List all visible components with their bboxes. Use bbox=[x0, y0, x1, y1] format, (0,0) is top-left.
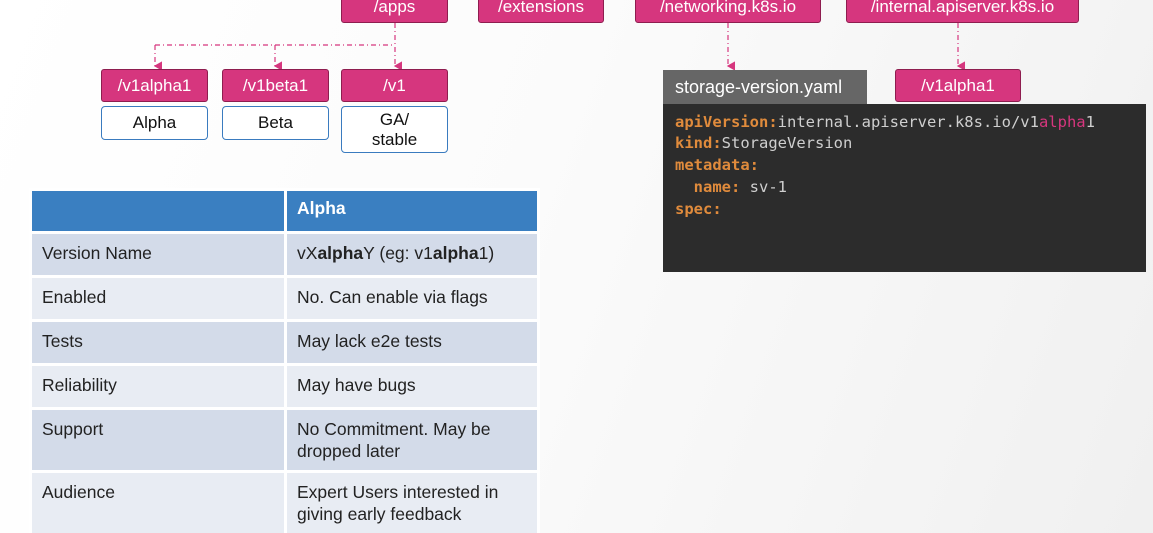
table-row: Version Name vXalphaY (eg: v1alpha1) bbox=[29, 231, 540, 278]
row-name: Support bbox=[29, 407, 287, 473]
table-row: Reliability May have bugs bbox=[29, 363, 540, 410]
stage-ga-label: GA/ stable bbox=[341, 106, 448, 153]
stage-beta-label: Beta bbox=[222, 106, 329, 140]
yaml-file-tab[interactable]: storage-version.yaml bbox=[663, 70, 867, 104]
code-line-metadata: metadata: bbox=[675, 156, 759, 174]
row-value: May lack e2e tests bbox=[284, 319, 540, 366]
table-header-row: Alpha bbox=[29, 188, 540, 234]
row-name: Enabled bbox=[29, 275, 287, 322]
table-row: Enabled No. Can enable via flags bbox=[29, 275, 540, 322]
row-name: Tests bbox=[29, 319, 287, 366]
row-name: Reliability bbox=[29, 363, 287, 410]
row-value: No. Can enable via flags bbox=[284, 275, 540, 322]
stage-alpha-label: Alpha bbox=[101, 106, 208, 140]
row-value: Expert Users interested in giving early … bbox=[284, 470, 540, 533]
group-apps: /apps bbox=[341, 0, 448, 23]
internal-version-v1alpha1: /v1alpha1 bbox=[895, 69, 1021, 102]
table-row: Tests May lack e2e tests bbox=[29, 319, 540, 366]
table-header-alpha: Alpha bbox=[284, 188, 540, 234]
version-v1: /v1 bbox=[341, 69, 448, 102]
version-v1alpha1: /v1alpha1 bbox=[101, 69, 208, 102]
code-line-name: name: sv-1 bbox=[675, 178, 787, 196]
yaml-code-panel bbox=[663, 104, 1146, 272]
code-line-kind: kind:StorageVersion bbox=[675, 134, 853, 152]
alpha-properties-table: Alpha Version Name vXalphaY (eg: v1alpha… bbox=[29, 188, 540, 533]
group-extensions: /extensions bbox=[478, 0, 604, 23]
code-line-spec: spec: bbox=[675, 200, 722, 218]
code-line-apiversion: apiVersion:internal.apiserver.k8s.io/v1a… bbox=[675, 113, 1095, 131]
table-row: Support No Commitment. May be dropped la… bbox=[29, 407, 540, 473]
row-name: Version Name bbox=[29, 231, 287, 278]
row-value: No Commitment. May be dropped later bbox=[284, 407, 540, 473]
row-name: Audience bbox=[29, 470, 287, 533]
row-value: May have bugs bbox=[284, 363, 540, 410]
table-row: Audience Expert Users interested in givi… bbox=[29, 470, 540, 533]
row-value: vXalphaY (eg: v1alpha1) bbox=[284, 231, 540, 278]
version-v1beta1: /v1beta1 bbox=[222, 69, 329, 102]
table-header-empty bbox=[29, 188, 287, 234]
group-internal-apiserver: /internal.apiserver.k8s.io bbox=[846, 0, 1079, 23]
group-networking: /networking.k8s.io bbox=[635, 0, 821, 23]
